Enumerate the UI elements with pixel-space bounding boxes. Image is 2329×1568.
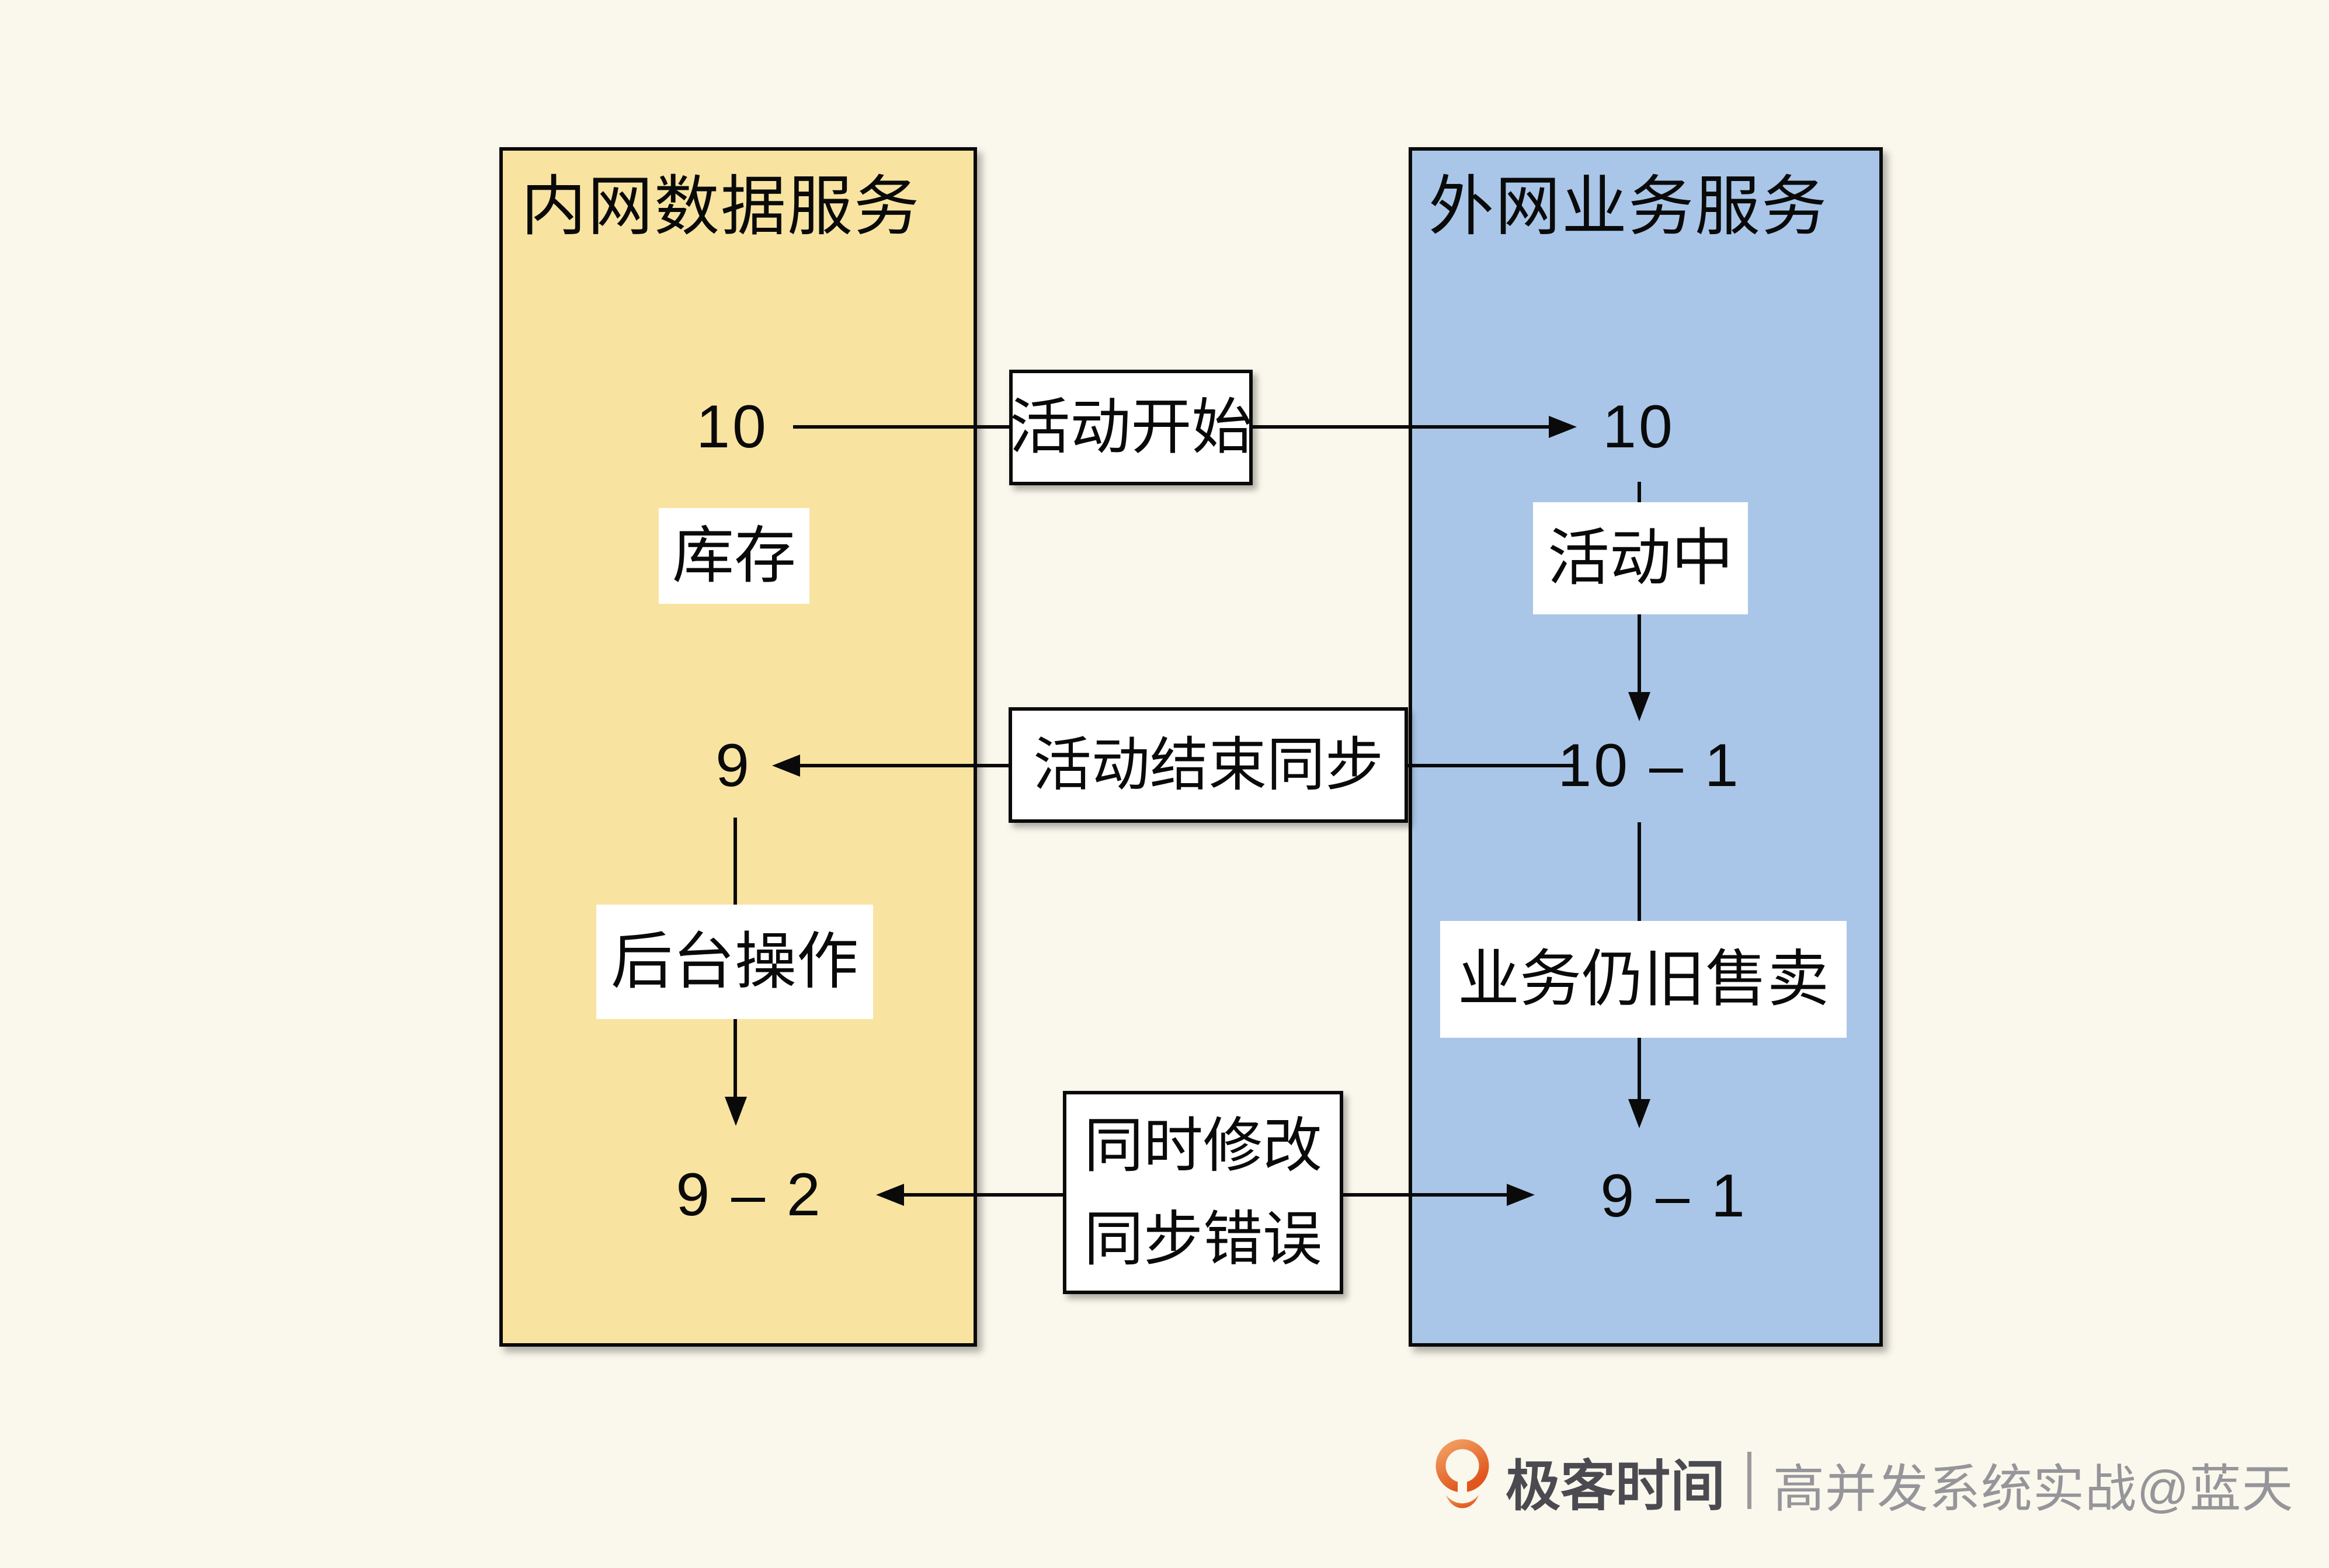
arrowhead-right-icon [1507, 1184, 1535, 1206]
conflict-line1-text: 同时修改 [1084, 1112, 1322, 1179]
geektime-brand-text: 极客时间 [1506, 1455, 1726, 1517]
external-initial-value: 10 [1603, 393, 1675, 461]
activity-active-label: 活动中 [1533, 502, 1748, 614]
activity-end-sync-text: 活动结束同步 [1033, 732, 1384, 798]
external-final-value: 9 – 1 [1600, 1162, 1747, 1230]
conflict-line2-text: 同步错误 [1084, 1206, 1322, 1273]
arrowhead-down-icon [725, 1097, 747, 1126]
internal-synced-value: 9 [715, 732, 752, 799]
internal-flow-line [734, 818, 737, 906]
activity-end-sync-label: 活动结束同步 [1009, 707, 1408, 823]
external-during-value: 10 – 1 [1558, 732, 1741, 799]
footer-credit-text: 高并发系统实战@蓝天 [1773, 1460, 2294, 1518]
internal-final-value: 9 – 2 [676, 1161, 823, 1229]
arrowhead-left-icon [876, 1184, 904, 1206]
arrowhead-down-icon [1628, 1099, 1650, 1128]
external-flow-line [1638, 1037, 1641, 1100]
external-service-panel [1409, 147, 1883, 1347]
activity-start-label: 活动开始 [1009, 370, 1253, 485]
internal-panel-title: 内网数据服务 [521, 170, 920, 243]
internal-initial-value: 10 [696, 393, 769, 461]
external-flow-line [1638, 482, 1641, 503]
still-selling-label: 业务仍旧售卖 [1440, 921, 1847, 1038]
arrowhead-left-icon [772, 755, 800, 777]
activity-start-text: 活动开始 [1009, 394, 1253, 461]
arrowhead-down-icon [1628, 692, 1650, 721]
geektime-logo-icon [1435, 1439, 1489, 1508]
conflict-sync-label: 同时修改 同步错误 [1063, 1091, 1343, 1294]
external-flow-line [1638, 613, 1641, 693]
external-flow-line [1638, 822, 1641, 921]
footer-divider [1747, 1452, 1751, 1509]
backend-operation-label: 后台操作 [596, 905, 873, 1019]
external-panel-title: 外网业务服务 [1428, 170, 1828, 243]
internal-flow-line [734, 1017, 737, 1098]
stock-label: 库存 [659, 508, 809, 604]
arrowhead-right-icon [1549, 416, 1577, 438]
internal-service-panel [499, 147, 977, 1347]
